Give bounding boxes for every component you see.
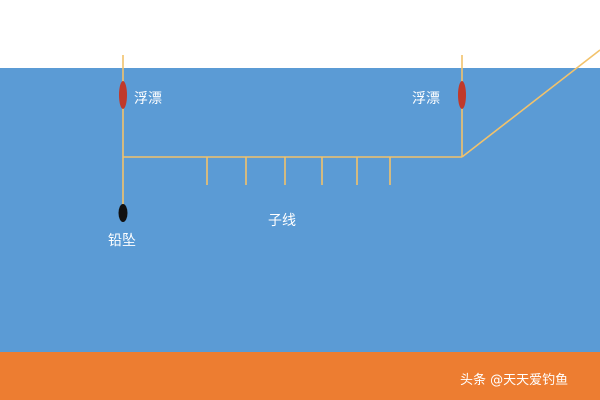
water-area xyxy=(0,68,600,354)
watermark: 头条 @天天爱钓鱼 xyxy=(460,372,568,388)
cast-line xyxy=(461,49,600,158)
branch-lines-label: 子线 xyxy=(268,213,296,229)
left-float xyxy=(119,81,127,109)
float-label-left: 浮漂 xyxy=(134,91,162,107)
sinker-label: 铅坠 xyxy=(108,233,136,249)
right-float xyxy=(458,81,466,109)
float-label-right: 浮漂 xyxy=(412,91,440,107)
sinker xyxy=(118,204,128,222)
sky-area xyxy=(0,0,600,68)
riverbed-area xyxy=(0,352,600,400)
